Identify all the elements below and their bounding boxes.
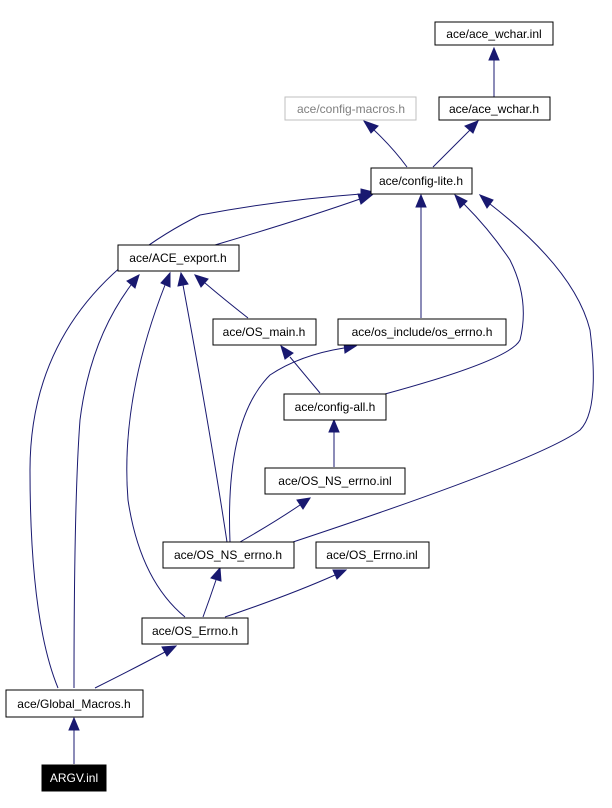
node-label: ace/config-lite.h xyxy=(379,174,463,188)
edge-config-lite-to-config-macros xyxy=(373,129,408,168)
node-os-include-errno[interactable]: ace/os_include/os_errno.h xyxy=(337,318,507,346)
edge-os-main-to-ace-export xyxy=(204,282,249,319)
edge-os-errno-h-to-ace-export xyxy=(126,284,186,618)
arrowhead xyxy=(360,188,375,200)
edge-os-errno-h-to-os-errno-inl xyxy=(224,574,336,618)
node-os-errno-inl[interactable]: ace/OS_Errno.inl xyxy=(315,541,430,569)
edge-global-macros-to-config-lite xyxy=(29,193,362,689)
node-os-main[interactable]: ace/OS_main.h xyxy=(212,318,317,346)
graph-edges xyxy=(29,46,594,764)
node-label: ace/OS_Errno.inl xyxy=(326,548,417,562)
edge-config-all-to-os-main xyxy=(289,356,321,394)
edge-config-lite-to-ace-wchar-h xyxy=(432,129,471,168)
node-label: ace/ACE_export.h xyxy=(129,251,226,265)
arrowhead xyxy=(332,569,348,580)
node-os-ns-errno-inl[interactable]: ace/OS_NS_errno.inl xyxy=(264,467,406,495)
edge-config-all-to-config-lite xyxy=(384,203,524,395)
arrowhead xyxy=(478,194,494,209)
node-label: ace/OS_NS_errno.inl xyxy=(278,474,391,488)
arrowhead xyxy=(210,566,222,582)
edge-os-ns-errno-h-to-config-lite xyxy=(292,203,594,543)
node-os-ns-errno-h[interactable]: ace/OS_NS_errno.h xyxy=(162,541,295,569)
arrowhead xyxy=(177,271,189,287)
node-label: ace/Global_Macros.h xyxy=(17,697,130,711)
node-ace-wchar-h[interactable]: ace/ace_wchar.h xyxy=(438,96,551,121)
arrowhead xyxy=(296,497,312,510)
arrowhead xyxy=(464,120,479,134)
edge-ace-export-to-config-lite xyxy=(214,198,361,246)
arrowhead xyxy=(415,193,427,208)
arrowhead xyxy=(488,46,500,61)
arrowhead xyxy=(194,274,209,288)
node-label: ace/config-macros.h xyxy=(297,102,405,116)
node-label: ace/os_include/os_errno.h xyxy=(352,325,493,339)
arrowhead xyxy=(362,120,379,134)
arrowhead xyxy=(126,274,140,289)
node-label: ace/ace_wchar.h xyxy=(449,102,539,116)
edge-os-ns-errno-h-to-ace-export xyxy=(182,284,228,543)
graph-nodes: ace/ace_wchar.inl ace/config-macros.h ac… xyxy=(5,21,554,792)
edge-global-macros-to-ace-export xyxy=(73,284,132,689)
node-label: ace/OS_NS_errno.h xyxy=(174,548,282,562)
node-ace-export[interactable]: ace/ACE_export.h xyxy=(117,244,240,272)
arrowhead xyxy=(280,344,294,360)
node-config-lite[interactable]: ace/config-lite.h xyxy=(370,167,473,195)
node-ace-wchar-inl[interactable]: ace/ace_wchar.inl xyxy=(434,21,554,46)
node-config-macros[interactable]: ace/config-macros.h xyxy=(284,96,417,121)
node-argv-inl[interactable]: ARGV.inl xyxy=(41,764,107,792)
edge-global-macros-to-os-errno-h xyxy=(94,651,166,689)
node-os-errno-h[interactable]: ace/OS_Errno.h xyxy=(141,617,249,645)
node-label: ace/ace_wchar.inl xyxy=(446,27,541,41)
edge-os-ns-errno-h-to-os-ns-errno-inl xyxy=(239,504,301,543)
arrowhead xyxy=(160,271,171,288)
arrowhead xyxy=(68,716,80,731)
arrowhead xyxy=(328,418,340,433)
node-label: ace/OS_main.h xyxy=(223,325,306,339)
edge-os-ns-errno-h-to-os-include-errno xyxy=(229,347,345,543)
arrowhead xyxy=(161,645,178,657)
arrowhead xyxy=(454,193,468,209)
node-global-macros[interactable]: ace/Global_Macros.h xyxy=(5,689,144,718)
node-label: ace/OS_Errno.h xyxy=(152,624,238,638)
node-label: ARGV.inl xyxy=(50,771,98,785)
node-label: ace/config-all.h xyxy=(295,400,376,414)
edge-os-errno-h-to-os-ns-errno-h xyxy=(202,579,217,618)
node-config-all[interactable]: ace/config-all.h xyxy=(283,393,387,421)
